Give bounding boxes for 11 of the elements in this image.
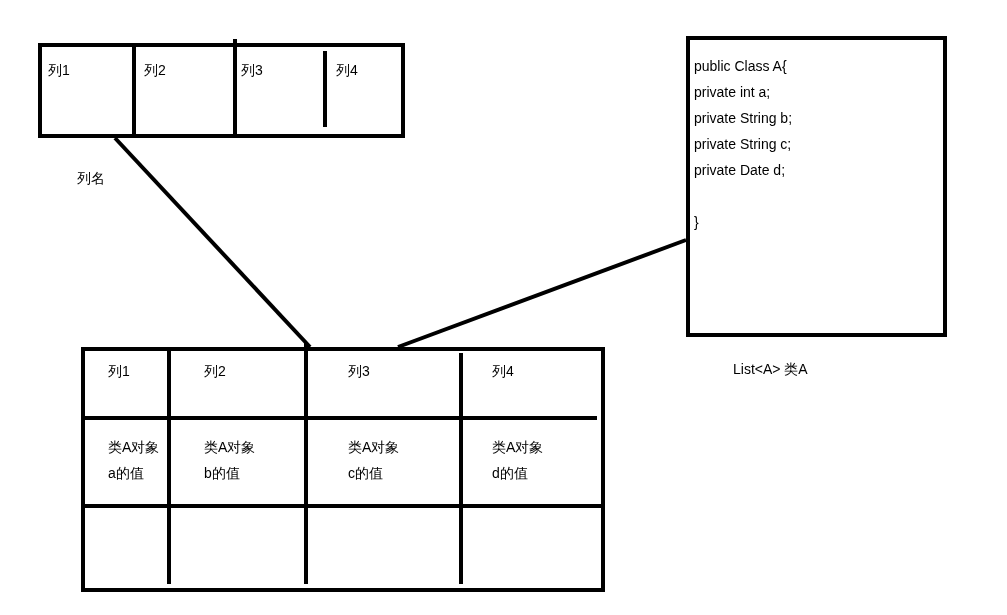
connector-line [397, 238, 687, 349]
caption-text: List<A> 类A [733, 360, 808, 379]
class-code-box [686, 36, 947, 337]
code-line: private String b; [694, 109, 793, 128]
code-line: public Class A{ [694, 57, 787, 76]
caption-text: 列名 [77, 169, 105, 188]
code-line: private String c; [694, 135, 792, 154]
code-line: private int a; [694, 83, 771, 102]
code-line: } [694, 213, 699, 232]
code-line: private Date d; [694, 161, 786, 180]
connector-line [113, 136, 312, 349]
